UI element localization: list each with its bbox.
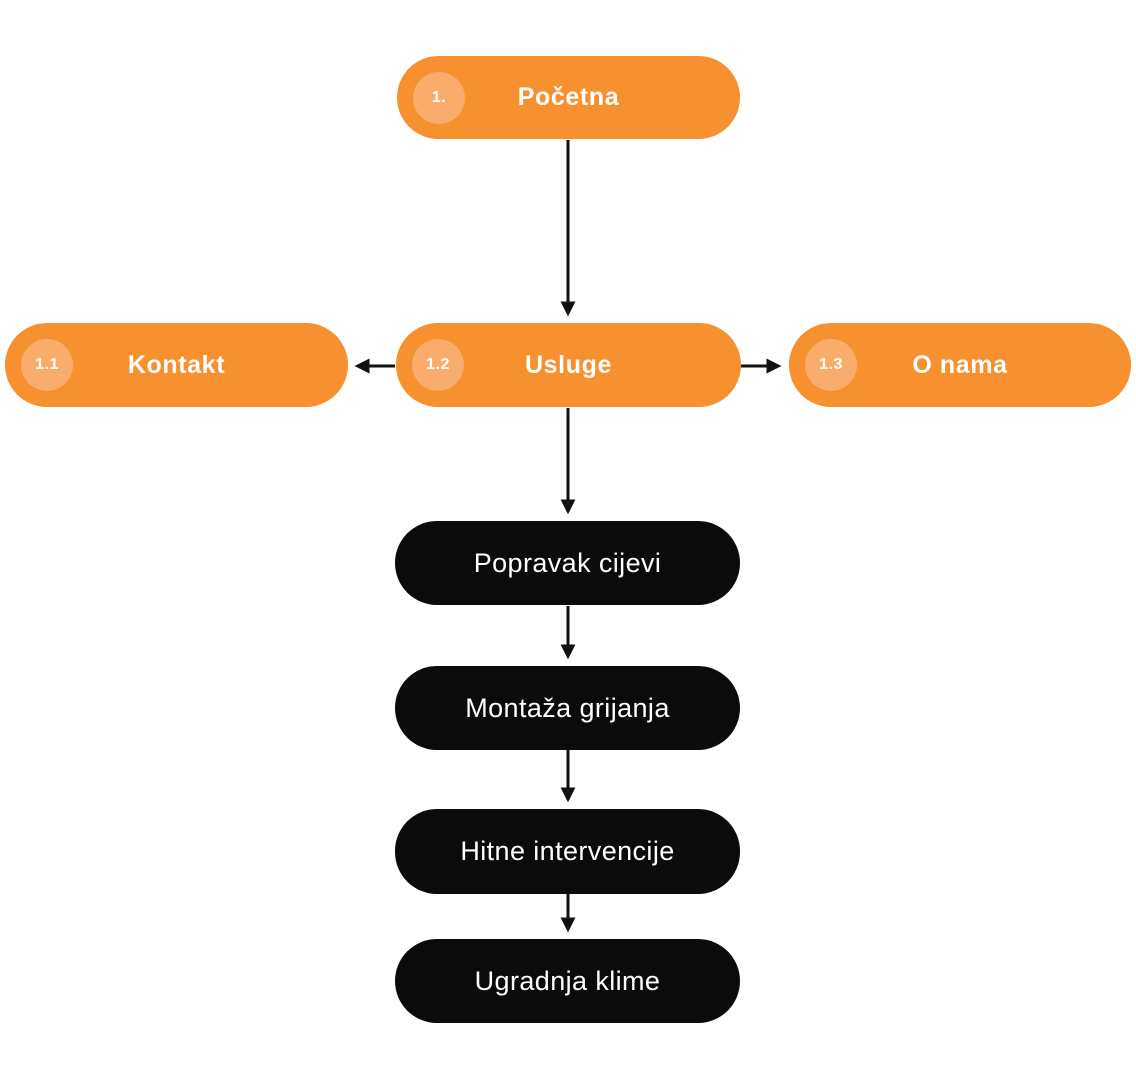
node-onama-badge: 1.3 bbox=[805, 339, 857, 391]
node-usluge-label: Usluge bbox=[525, 350, 612, 379]
node-montaza-grijanja-label: Montaža grijanja bbox=[465, 692, 670, 723]
node-usluge[interactable]: 1.2 Usluge bbox=[396, 323, 741, 407]
node-montaza-grijanja[interactable]: Montaža grijanja bbox=[395, 666, 740, 750]
node-ugradnja-klime[interactable]: Ugradnja klime bbox=[395, 939, 740, 1023]
node-ugradnja-klime-label: Ugradnja klime bbox=[474, 965, 661, 996]
node-pocetna[interactable]: 1. Početna bbox=[397, 56, 740, 139]
node-onama-label: O nama bbox=[912, 350, 1008, 379]
node-kontakt-label: Kontakt bbox=[127, 350, 226, 379]
node-popravak-cijevi-label: Popravak cijevi bbox=[473, 547, 662, 578]
node-hitne-intervencije[interactable]: Hitne intervencije bbox=[395, 809, 740, 894]
node-onama[interactable]: 1.3 O nama bbox=[789, 323, 1131, 407]
node-pocetna-label: Početna bbox=[517, 83, 620, 111]
node-pocetna-badge: 1. bbox=[413, 71, 465, 124]
node-hitne-intervencije-label: Hitne intervencije bbox=[460, 836, 675, 866]
node-usluge-badge: 1.2 bbox=[412, 339, 464, 391]
node-popravak-cijevi[interactable]: Popravak cijevi bbox=[395, 521, 740, 605]
node-kontakt[interactable]: 1.1 Kontakt bbox=[5, 323, 348, 407]
node-kontakt-badge: 1.1 bbox=[21, 339, 73, 391]
